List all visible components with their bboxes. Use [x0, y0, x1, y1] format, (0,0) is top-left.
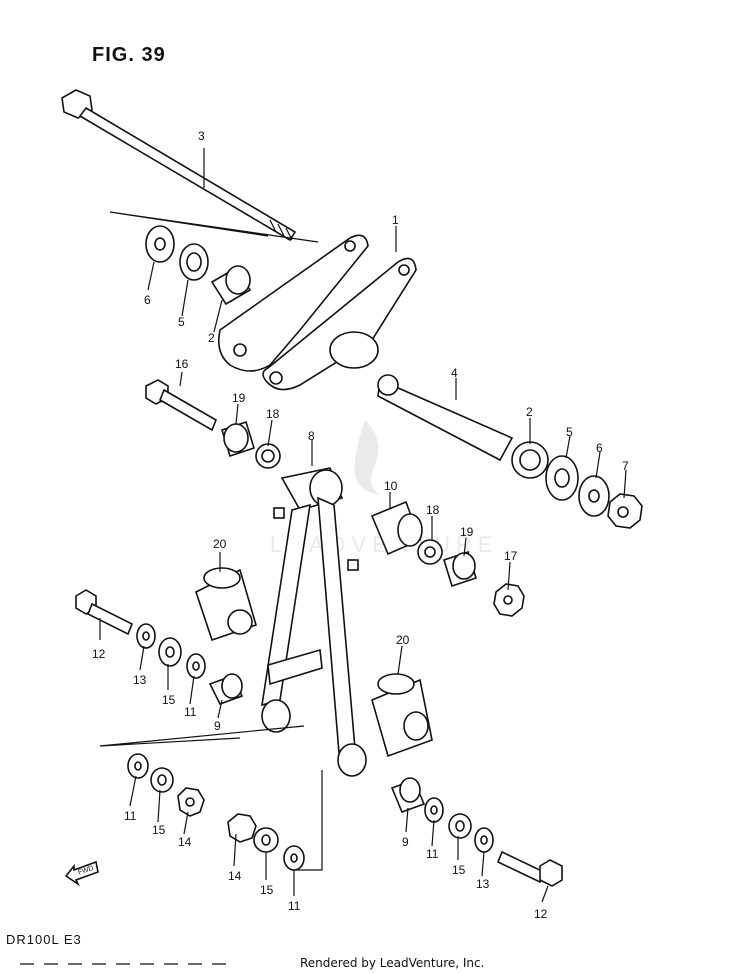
watermark-logo: LEADVENTURE	[270, 420, 493, 557]
seal-5-right	[545, 455, 579, 501]
seal-5-left	[179, 243, 209, 281]
seal-11-center	[283, 845, 305, 871]
part-1-link-bracket	[217, 234, 417, 391]
callout-14: 14	[178, 835, 192, 849]
callout-2: 2	[208, 331, 215, 345]
collar-19-left	[221, 420, 255, 458]
callout-11: 11	[426, 847, 439, 861]
figure-title: FIG. 39	[92, 44, 166, 66]
bearing-2-left	[210, 265, 252, 306]
callout-7: 7	[622, 459, 629, 473]
callout-20: 20	[396, 633, 410, 647]
washer-13-left	[136, 623, 156, 649]
callout-13: 13	[476, 877, 490, 891]
washer-6-left	[145, 225, 175, 263]
spacer-9-right	[390, 777, 426, 814]
callout-6: 6	[144, 293, 151, 307]
nut-14-center	[227, 813, 257, 843]
callout-8: 8	[308, 429, 315, 443]
callout-15: 15	[452, 863, 466, 877]
part-8-cushion-rod	[261, 467, 367, 777]
callout-3: 3	[198, 129, 205, 143]
callout-9: 9	[402, 835, 409, 849]
washer-13-right	[474, 827, 494, 853]
render-credit: Rendered by LeadVenture, Inc.	[300, 956, 485, 970]
seal-11-lower-left	[127, 753, 149, 779]
callout-12: 12	[92, 647, 106, 661]
bolt-12-left	[75, 589, 134, 636]
callout-11: 11	[184, 705, 197, 719]
callout-11: 11	[288, 899, 301, 913]
callout-18: 18	[426, 503, 440, 517]
callout-19: 19	[232, 391, 246, 405]
model-code: DR100L E3	[6, 932, 82, 947]
spacer-10	[370, 500, 423, 556]
nut-14-left	[177, 787, 205, 817]
callout-13: 13	[133, 673, 147, 687]
collar-15-lower-left	[150, 767, 174, 793]
part-4-spacer	[377, 374, 514, 462]
bearing-2-right	[511, 441, 549, 479]
callout-5: 5	[566, 425, 573, 439]
callout-14: 14	[228, 869, 242, 883]
collar-15-left	[158, 637, 182, 667]
callout-15: 15	[152, 823, 166, 837]
spacer-9-left	[208, 673, 244, 705]
reference-lines	[99, 211, 323, 871]
callout-4: 4	[451, 366, 458, 380]
callout-16: 16	[175, 357, 189, 371]
callout-15: 15	[260, 883, 274, 897]
leader-lines	[99, 148, 627, 903]
collar-15-right	[448, 813, 472, 839]
seal-11-left	[186, 653, 206, 679]
callout-5: 5	[178, 315, 185, 329]
bolt-12-right	[496, 850, 563, 887]
callout-20: 20	[213, 537, 227, 551]
callout-labels: 3 1 6 5 2 16 19 18 4 2 5 6 7 8 10 18 19 …	[92, 129, 629, 921]
callout-19: 19	[460, 525, 474, 539]
callout-1: 1	[392, 213, 399, 227]
part-20-lower	[371, 673, 433, 758]
collar-19-right	[443, 550, 477, 588]
callout-12: 12	[534, 907, 548, 921]
washer-6-right	[578, 475, 610, 517]
nut-7	[607, 493, 643, 529]
callout-17: 17	[504, 549, 518, 563]
callout-2: 2	[526, 405, 533, 419]
collar-15-center	[253, 827, 279, 853]
callout-9: 9	[214, 719, 221, 733]
seal-18-left	[255, 443, 281, 469]
callout-11: 11	[124, 809, 137, 823]
callout-15: 15	[162, 693, 176, 707]
part-16-bolt	[145, 379, 218, 432]
callout-18: 18	[266, 407, 280, 421]
seal-18-right	[417, 539, 443, 565]
nut-17	[493, 583, 525, 617]
part-20-upper	[195, 567, 257, 642]
seal-11-right	[424, 797, 444, 823]
callout-6: 6	[596, 441, 603, 455]
part-3-bolt	[61, 89, 297, 242]
callout-10: 10	[384, 479, 398, 493]
forward-arrow-icon: FWD	[64, 860, 99, 887]
fwd-label: FWD	[77, 865, 94, 877]
